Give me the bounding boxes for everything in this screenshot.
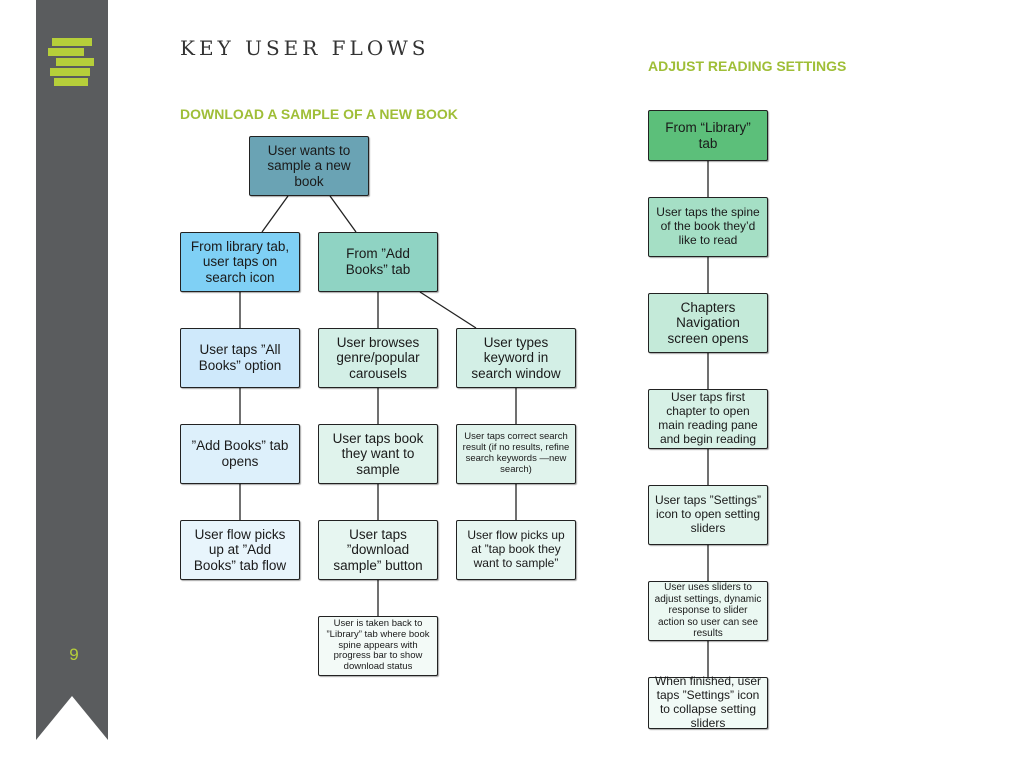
settings-node-4: User taps first chapter to open main rea… [648, 389, 768, 449]
page-title: KEY USER FLOWS [180, 36, 430, 60]
node-add-books-tab: From ”Add Books” tab [318, 232, 438, 292]
download-flow-heading: DOWNLOAD A SAMPLE OF A NEW BOOK [180, 106, 458, 122]
node-taken-back: User is taken back to ”Library” tab wher… [318, 616, 438, 676]
node-taps-download: User taps ”download sample” button [318, 520, 438, 580]
ribbon-notch [36, 696, 108, 740]
settings-node-7: When finished, user taps ”Settings” icon… [648, 675, 768, 730]
settings-node-3: Chapters Navigation screen opens [648, 293, 768, 353]
settings-flow-heading: ADJUST READING SETTINGS [648, 58, 847, 74]
settings-node-5: User taps ”Settings” icon to open settin… [648, 485, 768, 545]
node-picks-up-tap-book: User flow picks up at ”tap book they wan… [456, 520, 576, 580]
node-picks-up-add-books: User flow picks up at ”Add Books” tab fl… [180, 520, 300, 580]
settings-node-1: From “Library” tab [648, 110, 768, 161]
node-all-books: User taps ”All Books” option [180, 328, 300, 388]
settings-node-2: User taps the spine of the book they’d l… [648, 197, 768, 257]
settings-node-6: User uses sliders to adjust settings, dy… [648, 581, 768, 641]
node-types-keyword: User types keyword in search window [456, 328, 576, 388]
node-library-tab: From library tab, user taps on search ic… [180, 232, 300, 292]
books-stack-logo [48, 38, 94, 86]
page-number: 9 [69, 645, 79, 664]
node-browses: User browses genre/popular carousels [318, 328, 438, 388]
side-ribbon [36, 0, 108, 740]
node-add-books-opens: ”Add Books” tab opens [180, 424, 300, 484]
node-start: User wants to sample a new book [249, 136, 369, 196]
node-taps-result: User taps correct search result (if no r… [456, 424, 576, 484]
node-taps-book: User taps book they want to sample [318, 424, 438, 484]
